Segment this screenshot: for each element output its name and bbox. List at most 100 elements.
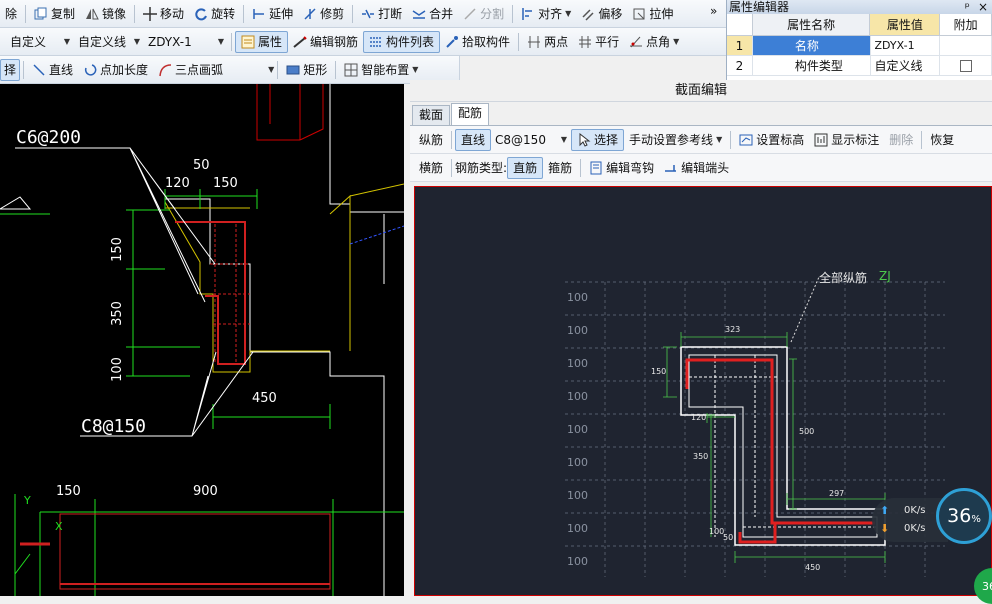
property-value-cell[interactable]: ZDYX-1 xyxy=(871,36,941,55)
set-elevation-button[interactable]: 设置标高 xyxy=(734,129,809,151)
toolbar-overflow-icon[interactable]: » xyxy=(710,4,718,18)
attribute-icon xyxy=(241,35,255,49)
rectangle-button[interactable]: 矩形 xyxy=(281,59,332,81)
copy-button[interactable]: 复制 xyxy=(29,3,80,25)
chevron-down-icon[interactable]: ▼ xyxy=(268,65,275,74)
pick-component-button[interactable]: 拾取构件 xyxy=(440,31,515,53)
close-icon[interactable]: × xyxy=(977,0,988,14)
stirrup-button[interactable]: 箍筋 xyxy=(543,157,577,179)
longitudinal-button[interactable]: 纵筋 xyxy=(414,129,448,151)
rotate-button[interactable]: 旋转 xyxy=(189,3,240,25)
straight-rebar-label: 直筋 xyxy=(513,161,538,175)
memory-usage-circle[interactable]: 36% xyxy=(936,488,992,544)
property-name-cell[interactable]: 构件类型 xyxy=(753,56,871,75)
column-header-value-label: 属性值 xyxy=(886,18,923,32)
two-points-button[interactable]: 两点 xyxy=(522,31,573,53)
component-dropdown[interactable]: ZDYX-1▼ xyxy=(144,32,228,52)
component-list-button[interactable]: 构件列表 xyxy=(363,30,441,53)
chevron-down-icon: ▼ xyxy=(560,135,568,144)
trim-button[interactable]: 修剪 xyxy=(298,3,349,25)
component-list-label: 构件列表 xyxy=(386,35,435,49)
pin-icon[interactable]: ᵖ xyxy=(964,0,970,14)
separator xyxy=(134,4,136,23)
extra-checkbox[interactable] xyxy=(959,59,972,72)
separator xyxy=(921,130,923,149)
delete-button[interactable]: 除 xyxy=(0,3,22,25)
network-speed-widget[interactable]: ⬆ 0K/s ⬇ 0K/s 36% xyxy=(872,488,992,552)
restore-button[interactable]: 恢复 xyxy=(925,129,959,151)
line-button[interactable]: 直线 xyxy=(27,59,78,81)
attribute-button[interactable]: 属性 xyxy=(235,30,289,53)
split-button[interactable]: 分割 xyxy=(458,3,509,25)
separator xyxy=(23,60,25,79)
tab-section[interactable]: 截面 xyxy=(412,105,451,125)
dimension-label: 450 xyxy=(805,563,821,572)
point-length-button[interactable]: 点加长度 xyxy=(78,59,153,81)
grid-label: 100 xyxy=(567,357,588,370)
column-header-name-label: 属性名称 xyxy=(787,18,836,32)
category-dropdown[interactable]: 自定义▼ xyxy=(6,32,74,52)
edit-hook-button[interactable]: 编辑弯钩 xyxy=(584,157,659,179)
grid-label: 100 xyxy=(567,522,588,535)
break-button[interactable]: 打断 xyxy=(356,3,407,25)
security-badge[interactable]: 36 xyxy=(974,568,992,604)
line-mode-button[interactable]: 直线 xyxy=(455,128,492,151)
smart-layout-button[interactable]: 智能布置▼ xyxy=(339,59,423,81)
three-point-arc-button[interactable]: 三点画弧 xyxy=(153,59,228,81)
manual-reference-line-dropdown[interactable]: 手动设置参考线▼ xyxy=(624,129,727,151)
chevron-down-icon: ▼ xyxy=(133,37,140,46)
two-points-label: 两点 xyxy=(544,35,569,49)
section-editor-title: 截面编辑 xyxy=(410,80,992,102)
stretch-icon xyxy=(632,7,646,21)
parallel-button[interactable]: 平行 xyxy=(573,31,624,53)
move-button[interactable]: 移动 xyxy=(138,3,189,25)
zj-label: ZJ xyxy=(879,269,891,283)
straight-rebar-button[interactable]: 直筋 xyxy=(507,156,544,179)
copy-icon xyxy=(34,7,48,21)
align-button[interactable]: 对齐▼ xyxy=(516,3,576,25)
property-name-cell[interactable]: 名称 xyxy=(752,36,871,55)
column-header-name[interactable]: 属性名称 xyxy=(752,14,871,35)
cad-drawing-canvas[interactable]: C6@200 C8@150 50 120 150 150 350 100 450… xyxy=(0,84,404,596)
pick-component-label: 拾取构件 xyxy=(462,35,511,49)
transverse-button[interactable]: 横筋 xyxy=(414,157,448,179)
chevron-down-icon: ▼ xyxy=(217,37,224,46)
offset-button[interactable]: 偏移 xyxy=(576,3,627,25)
rectangle-label: 矩形 xyxy=(303,63,328,77)
select-mode-button[interactable]: 选择 xyxy=(571,128,625,151)
stretch-button[interactable]: 拉伸 xyxy=(627,3,678,25)
rebar-spec-dropdown[interactable]: C8@150▼ xyxy=(491,130,571,150)
property-table-header: 属性名称 属性值 附加 xyxy=(727,14,992,36)
merge-button[interactable]: 合并 xyxy=(407,3,458,25)
column-header-extra[interactable]: 附加 xyxy=(940,14,992,35)
property-row[interactable]: 2 构件类型 自定义线 xyxy=(727,56,992,76)
type-dropdown[interactable]: 自定义线▼ xyxy=(74,32,144,52)
tab-reinforcement[interactable]: 配筋 xyxy=(451,103,490,125)
edit-rebar-button[interactable]: 编辑钢筋 xyxy=(288,31,363,53)
select-mode-label: 选择 xyxy=(594,133,619,147)
dimension-label: 150 xyxy=(109,237,125,262)
section-drawing xyxy=(565,276,945,577)
point-angle-button[interactable]: 点角▼ xyxy=(624,31,684,53)
move-icon xyxy=(143,6,158,21)
show-label-button[interactable]: 显示标注 xyxy=(809,129,884,151)
extend-icon xyxy=(252,7,266,21)
dimension-label: 120 xyxy=(691,413,707,422)
break-label: 打断 xyxy=(378,7,403,21)
property-row[interactable]: 1 名称 ZDYX-1 xyxy=(727,36,992,56)
end-icon xyxy=(664,161,678,175)
property-name: 名称 xyxy=(794,39,819,53)
row-number-label: 2 xyxy=(735,58,744,73)
column-header-value[interactable]: 属性值 xyxy=(870,14,941,35)
select-button[interactable]: 择 xyxy=(0,58,21,81)
edit-end-button[interactable]: 编辑端头 xyxy=(659,157,734,179)
mirror-button[interactable]: 镜像 xyxy=(80,3,131,25)
extend-button[interactable]: 延伸 xyxy=(247,3,298,25)
delete-button-section[interactable]: 删除 xyxy=(884,129,918,151)
smart-layout-icon xyxy=(344,63,358,77)
dimension-label: 100 xyxy=(109,357,125,382)
property-value-cell[interactable]: 自定义线 xyxy=(871,56,941,75)
stirrup-label: 箍筋 xyxy=(548,161,573,175)
manual-reference-line-label: 手动设置参考线 xyxy=(629,133,714,147)
point-length-label: 点加长度 xyxy=(100,63,149,77)
